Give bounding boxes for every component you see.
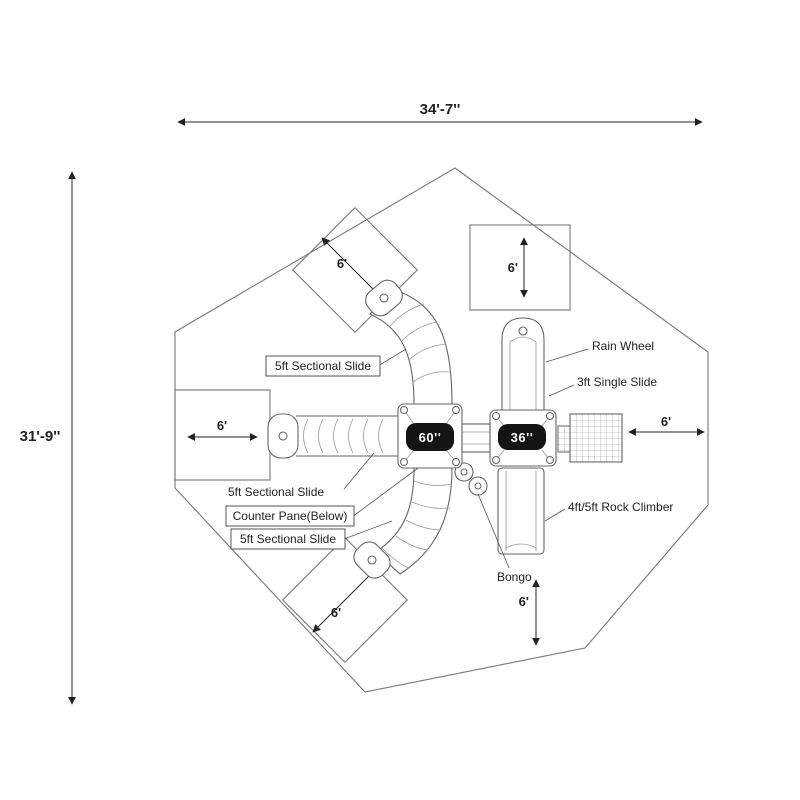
overall-height-label: 31'-9'' xyxy=(20,428,61,445)
slide-body xyxy=(501,317,545,413)
zone-top-center-label: 6' xyxy=(508,260,518,275)
label-single-slide-3ft: 3ft Single Slide xyxy=(577,375,657,389)
leader-sectional-top xyxy=(377,348,407,367)
rain-wheel-hub xyxy=(518,326,528,336)
deck-post xyxy=(491,411,501,421)
label-bongo: Bongo xyxy=(497,570,532,584)
deck-post xyxy=(399,405,409,415)
sectional-slide-bottom-left xyxy=(353,467,453,579)
deck-60: 60'' xyxy=(397,403,463,469)
zone-bottom-left-label: 6' xyxy=(331,605,341,620)
label-text: Counter Pane(Below) xyxy=(233,509,348,523)
zone-right-label: 6' xyxy=(661,414,671,429)
sectional-slide-top-left xyxy=(365,279,453,405)
overall-width-label: 34'-7'' xyxy=(420,101,461,118)
zone-square-left: 6' xyxy=(174,389,271,481)
deck-post xyxy=(451,457,461,467)
leader-bongo xyxy=(477,493,510,569)
label-text: 5ft Sectional Slide xyxy=(240,532,336,546)
zone-top-left-label: 6' xyxy=(337,256,347,271)
deck-36: 36'' xyxy=(489,409,557,467)
deck-post xyxy=(491,455,501,465)
climber-connector xyxy=(557,425,571,453)
leader-sectional-middle xyxy=(343,452,375,490)
deck-60-size-label: 60'' xyxy=(419,430,442,445)
deck-post xyxy=(545,455,555,465)
leader-rock-climber xyxy=(544,508,566,522)
zone-right-dimension: 6' xyxy=(628,414,705,436)
label-text: 5ft Sectional Slide xyxy=(275,359,371,373)
label-sectional-slide-middle: 5ft Sectional Slide xyxy=(228,485,324,499)
zone-square-top-center-rect xyxy=(469,224,571,311)
climber-panel xyxy=(569,413,623,463)
deck-connector xyxy=(461,423,491,453)
use-zone-boundary xyxy=(174,167,709,693)
bongo-drums xyxy=(454,462,488,496)
climbing-wall xyxy=(557,413,623,463)
deck-36-badge xyxy=(498,424,546,450)
rock-climber-panel xyxy=(497,467,545,555)
deck-post xyxy=(545,411,555,421)
zone-bottom-label: 6' xyxy=(519,594,529,609)
label-sectional-slide-bottom: 5ft Sectional Slide xyxy=(230,528,346,550)
label-rock-climber: 4ft/5ft Rock Climber xyxy=(568,500,673,514)
label-rain-wheel: Rain Wheel xyxy=(592,339,654,353)
label-sectional-slide-top: 5ft Sectional Slide xyxy=(265,355,381,377)
deck-60-badge xyxy=(406,423,454,451)
deck-post xyxy=(399,457,409,467)
zone-square-left-rect xyxy=(174,389,271,481)
slide-end-cap xyxy=(353,541,391,579)
zone-left-label: 6' xyxy=(217,418,227,433)
sectional-slide-left xyxy=(267,413,400,459)
dimension-left: 31'-9'' xyxy=(20,171,76,705)
zone-square-top-center: 6' xyxy=(469,224,571,311)
leader-counter-pane xyxy=(351,467,419,518)
leader-sectional-bottom xyxy=(343,520,393,540)
label-box xyxy=(225,505,355,527)
single-slide-3ft xyxy=(501,317,545,413)
deck-36-size-label: 36'' xyxy=(511,430,534,445)
leader-single-slide xyxy=(548,384,575,397)
label-counter-pane: Counter Pane(Below) xyxy=(225,505,355,527)
label-box xyxy=(230,528,346,550)
zone-bottom-dimension: 6' xyxy=(519,579,540,646)
leader-rain-wheel xyxy=(545,348,589,363)
slide-end-cap xyxy=(365,279,403,317)
zone-bottom-left-arrow xyxy=(312,567,378,633)
dimension-top: 34'-7'' xyxy=(177,101,703,126)
deck-post xyxy=(451,405,461,415)
label-box xyxy=(265,355,381,377)
